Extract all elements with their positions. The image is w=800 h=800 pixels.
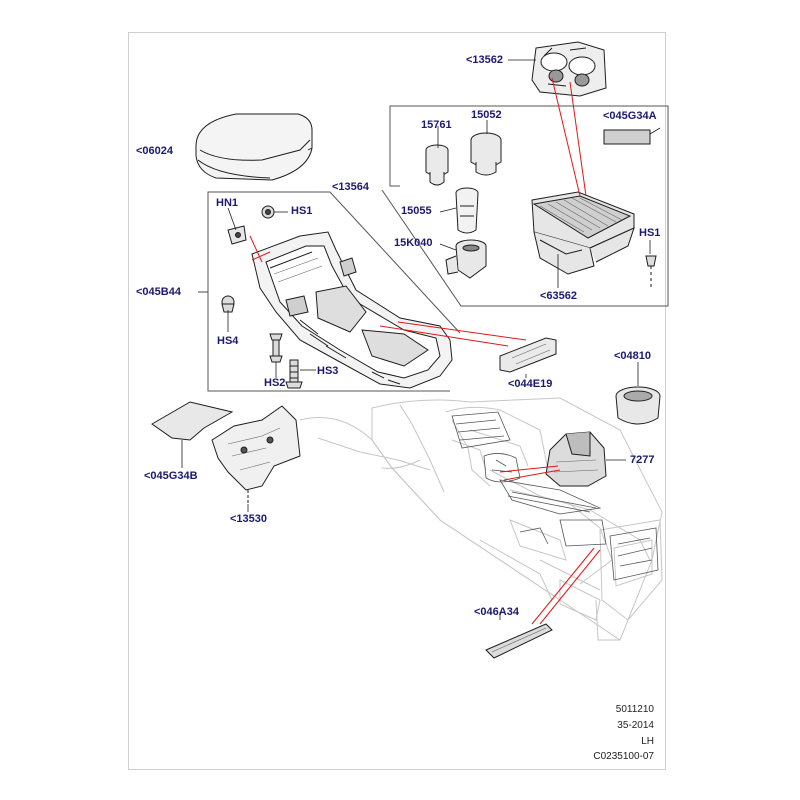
callout-06024: <06024	[136, 145, 174, 157]
armrest-lid-06024	[195, 113, 313, 181]
screw-HS3	[285, 359, 303, 389]
callout-046A34: <046A34	[474, 606, 519, 618]
mat-045G34B	[151, 401, 234, 441]
socket-15055	[455, 187, 479, 234]
callout-13564: <13564	[332, 181, 370, 193]
red-leader-lines	[249, 77, 601, 625]
cap-15052	[470, 132, 502, 176]
vent-trim-046A34	[485, 623, 553, 659]
callout-HS4: HS4	[217, 335, 239, 347]
callout-HN1: HN1	[216, 197, 239, 209]
callout-045G34A: <045G34A	[603, 110, 657, 122]
callout-04810: <04810	[614, 350, 652, 362]
cup-holder-13562	[531, 41, 607, 97]
screw-HS1-right	[645, 255, 657, 288]
group-frame-045B44	[207, 191, 461, 392]
footer-line-4: C0235100-07	[593, 751, 654, 762]
callout-13562: <13562	[466, 54, 504, 66]
callout-15761: 15761	[421, 119, 452, 131]
trim-bar-044E19	[499, 337, 557, 373]
callout-044E19: <044E19	[508, 378, 553, 390]
footer-line-3: LH	[641, 736, 654, 747]
callout-15052: 15052	[471, 109, 502, 121]
footer-line-1: 5011210	[615, 704, 654, 715]
screw-HS1-left	[261, 205, 275, 219]
cap-15761	[425, 144, 449, 186]
cup-04810	[615, 386, 661, 425]
callout-7277: 7277	[630, 454, 655, 466]
callout-HS1-left: HS1	[291, 205, 313, 217]
storage-tray-63562	[531, 191, 635, 275]
callout-045G34B: <045G34B	[144, 470, 198, 482]
callout-HS1-right: HS1	[639, 227, 661, 239]
leader-lines	[181, 59, 661, 620]
callout-13530: <13530	[230, 513, 268, 525]
callout-63562: <63562	[540, 290, 578, 302]
console-detail	[451, 411, 659, 581]
bracket-15K040	[445, 239, 487, 279]
ghost-console	[299, 397, 663, 641]
footer-line-2: 35-2014	[617, 720, 654, 731]
console-frame-045B44	[251, 231, 453, 389]
screw-HS4	[221, 295, 235, 313]
shift-boot-7277	[545, 431, 607, 487]
screw-HS2	[269, 333, 283, 363]
clip-HN1	[227, 225, 247, 245]
callout-045B44: <045B44	[136, 286, 181, 298]
pad-045G34A	[603, 129, 651, 145]
bracket-13530	[211, 405, 301, 504]
callout-15K040: 15K040	[394, 237, 433, 249]
callout-HS2: HS2	[264, 377, 286, 389]
callout-15055: 15055	[401, 205, 432, 217]
callout-HS3: HS3	[317, 365, 339, 377]
group-frame-13564	[381, 105, 669, 307]
